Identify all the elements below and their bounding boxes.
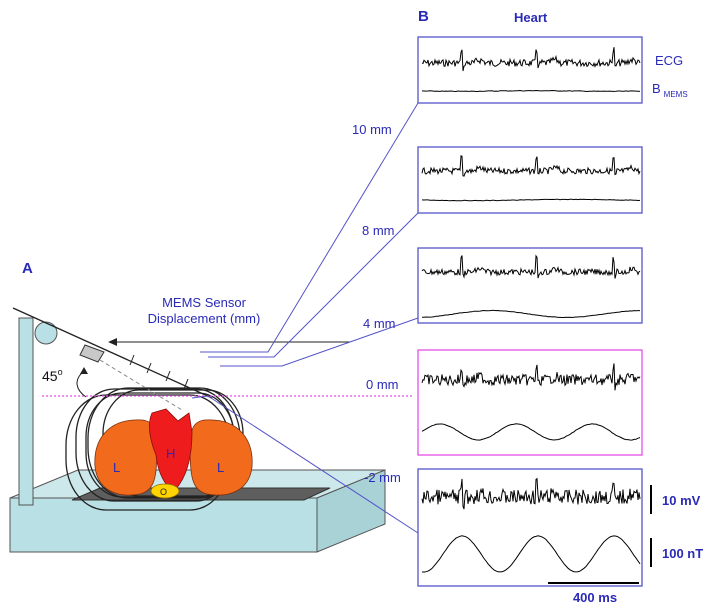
connector-8mm: [208, 212, 419, 358]
arm-tick-3: [165, 370, 171, 382]
bmems-trace-10mm: [421, 89, 641, 93]
voltage-scale-label: 10 mV: [662, 493, 701, 508]
sensor-caption-line2: Displacement (mm): [148, 311, 261, 326]
left-lung: [94, 419, 158, 496]
trace-label-ecg: ECG: [655, 53, 683, 68]
ecg-trace-4mm: [421, 254, 641, 279]
caption-arrow-head: [108, 338, 117, 346]
connector-10mm: [200, 102, 419, 353]
connector-4mm: [220, 317, 419, 367]
field-scale-label: 100 nT: [662, 546, 703, 561]
base-slab-front: [9, 497, 318, 553]
label-heart: H: [166, 446, 175, 461]
panel-b-label: B: [418, 8, 429, 25]
ecg-trace-0mm: [421, 363, 641, 391]
displacement-label-minus2mm: -2 mm: [364, 470, 401, 485]
bmems-trace-minus2mm: [421, 535, 641, 573]
time-scale-label: 400 ms: [573, 590, 617, 605]
base-slab-side: [316, 469, 386, 553]
trace-box-minus2mm: [417, 468, 643, 587]
displacement-label-8mm: 8 mm: [362, 223, 395, 238]
arm-tick-4: [183, 378, 189, 390]
tilt-angle-value: 45o: [42, 367, 63, 384]
bmems-trace-8mm: [421, 198, 641, 202]
panel-b-title: Heart: [514, 10, 548, 25]
sensor-caption-line1: MEMS Sensor: [162, 295, 246, 310]
displacement-label-10mm: 10 mm: [352, 122, 392, 137]
displacement-connectors: [191, 102, 419, 534]
displacement-label-0mm: 0 mm: [366, 377, 399, 392]
label-left-lung: L: [113, 460, 120, 475]
connector-minus2mm: [207, 395, 419, 534]
ecg-trace-10mm: [421, 47, 641, 72]
bmems-trace-4mm: [421, 309, 640, 319]
connector-minus2mm-stub: [191, 395, 209, 399]
sensor-arm: [12, 307, 213, 399]
panel-a-label: A: [22, 260, 33, 277]
pivot-knob: [34, 321, 58, 345]
angle-arrow-head: [80, 367, 88, 374]
mems-sensor: [79, 344, 105, 363]
spine: [150, 483, 180, 499]
angle-arrow: [76, 370, 87, 398]
trace-box-0mm: [417, 349, 643, 456]
bmems-trace-0mm: [421, 423, 641, 441]
displacement-label-4mm: 4 mm: [363, 316, 396, 331]
label-spine: O: [160, 487, 167, 497]
trace-box-8mm: [417, 146, 643, 214]
sensor-projection-line: [99, 359, 183, 411]
ecg-trace-8mm: [421, 155, 641, 177]
displacement-labels: 10 mm 8 mm 4 mm 0 mm -2 mm: [352, 122, 401, 485]
trace-box-10mm: [417, 36, 643, 104]
apparatus-illustration: A L H L O: [9, 260, 412, 553]
label-right-lung: L: [217, 460, 224, 475]
arm-tick-1: [129, 354, 135, 366]
ecg-trace-minus2mm: [421, 477, 641, 510]
arm-tick-2: [146, 362, 152, 374]
support-pole: [18, 317, 34, 506]
trace-box-4mm: [417, 247, 643, 324]
